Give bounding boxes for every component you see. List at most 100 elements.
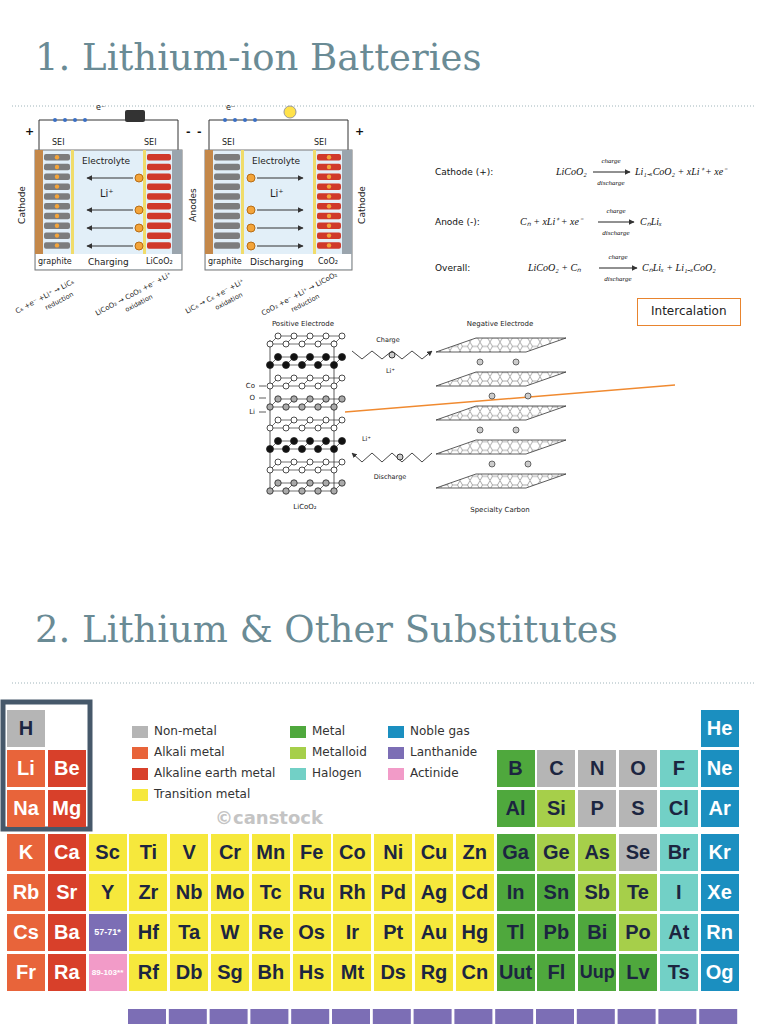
reaction-arrow xyxy=(599,268,637,269)
equation-term: discharge xyxy=(597,179,624,187)
node-text: Pt xyxy=(383,921,403,944)
graphene-sheet xyxy=(436,406,566,420)
node-text: As xyxy=(584,841,610,864)
terminal-sign: + xyxy=(355,126,364,139)
legend-item: Lanthanide xyxy=(388,746,477,760)
lithium-ion xyxy=(55,233,59,237)
current-collector xyxy=(342,150,352,254)
lithium-ion xyxy=(247,242,255,250)
label-text: Electrolyte xyxy=(82,156,130,166)
node-text: Li xyxy=(17,757,35,780)
lithium-ion xyxy=(135,206,143,214)
oxide-layer xyxy=(317,174,341,181)
legend-text: Non-metal xyxy=(154,725,217,739)
atom xyxy=(339,354,346,361)
atom xyxy=(291,417,297,423)
node-text: Po xyxy=(625,921,651,944)
diagram-label: LiCoO₂ xyxy=(293,503,316,511)
node-text: Re xyxy=(258,921,284,944)
node-text: Fl xyxy=(548,961,566,984)
ion-arrow xyxy=(257,228,303,229)
element-cell: Cn xyxy=(456,954,494,991)
graphene-sheet xyxy=(436,338,566,352)
node-text: P xyxy=(591,797,604,820)
atom xyxy=(291,354,298,361)
element-cell: Sb xyxy=(578,874,616,911)
atom xyxy=(283,467,289,473)
legend-swatch xyxy=(290,747,306,759)
wire xyxy=(39,120,178,150)
atom xyxy=(275,459,281,465)
node-text: Sg xyxy=(217,961,243,984)
node-text: Db xyxy=(176,961,203,984)
graphene-sheet xyxy=(436,474,566,488)
node-text: Te xyxy=(627,881,649,904)
element-cell: Xe xyxy=(701,874,739,911)
diagram-label: Electrolyte xyxy=(82,156,130,166)
element-cell: Fl xyxy=(537,954,575,991)
atom xyxy=(267,446,274,453)
cell-case xyxy=(205,150,352,270)
table-cell-edge xyxy=(495,1009,533,1024)
element-cell: Li xyxy=(7,750,45,787)
diagram-label: Electrolyte xyxy=(252,156,300,166)
table-cell-edge xyxy=(169,1009,207,1024)
element-cell: Hg xyxy=(456,914,494,951)
label-text: SEI xyxy=(52,138,65,147)
lithium-ion xyxy=(247,174,255,182)
element-cell: Cu xyxy=(415,834,453,871)
atom xyxy=(323,480,329,486)
lithium-ion xyxy=(327,243,331,247)
node-text: Na xyxy=(13,797,39,820)
node-text: 89-103** xyxy=(92,968,124,977)
equation-term: LiCoO₂ xyxy=(556,166,587,178)
graphite-layer xyxy=(44,174,70,181)
atom xyxy=(315,467,321,473)
element-cell: Bi xyxy=(578,914,616,951)
lithium-ion xyxy=(327,155,331,159)
node-text: Ne xyxy=(707,757,733,780)
atom xyxy=(283,446,290,453)
node-text: Xe xyxy=(707,881,731,904)
legend-swatch xyxy=(132,726,148,738)
lithium-ion xyxy=(489,393,495,399)
node-text: Bh xyxy=(257,961,284,984)
equation-term: charge xyxy=(601,157,620,165)
node-text: Al xyxy=(506,797,526,820)
node-text: Mg xyxy=(52,797,81,820)
diagram-label: e⁻ xyxy=(96,103,105,112)
element-cell: C xyxy=(537,750,575,787)
node-text: Se xyxy=(626,841,650,864)
label-text: Li xyxy=(249,408,255,416)
lithium-ion xyxy=(55,204,59,208)
sei-layer xyxy=(143,150,146,254)
node-text: Cu xyxy=(421,841,448,864)
node-text: Ds xyxy=(380,961,406,984)
lithium-ion xyxy=(327,175,331,179)
element-cell: Uut xyxy=(497,954,535,991)
atom xyxy=(291,375,297,381)
table-cell-edge xyxy=(414,1009,452,1024)
node-text: Mt xyxy=(341,961,364,984)
table-cell-edge xyxy=(128,1009,166,1024)
element-cell: O xyxy=(619,750,657,787)
electron xyxy=(73,118,77,122)
label-text: LiCoO₂ xyxy=(146,257,173,266)
bulb-symbol xyxy=(284,106,296,118)
lithium-ion xyxy=(55,214,59,218)
element-cell: Rn xyxy=(701,914,739,951)
atom xyxy=(323,375,329,381)
oxide-layer xyxy=(147,164,171,171)
graphite-layer xyxy=(214,203,240,210)
element-cell: P xyxy=(578,790,616,827)
element-cell: Br xyxy=(660,834,698,871)
lithium-ion xyxy=(513,427,519,433)
licoo2-lattice xyxy=(267,333,346,494)
node-text: He xyxy=(707,717,733,740)
element-cell: 89-103** xyxy=(89,954,127,991)
label-text: Discharge xyxy=(374,473,407,481)
label-text: 2. Lithium & Other Substitutes xyxy=(35,608,618,651)
lithium-ion xyxy=(489,461,495,467)
diagram-label: Charging xyxy=(88,257,129,267)
atom xyxy=(323,459,329,465)
